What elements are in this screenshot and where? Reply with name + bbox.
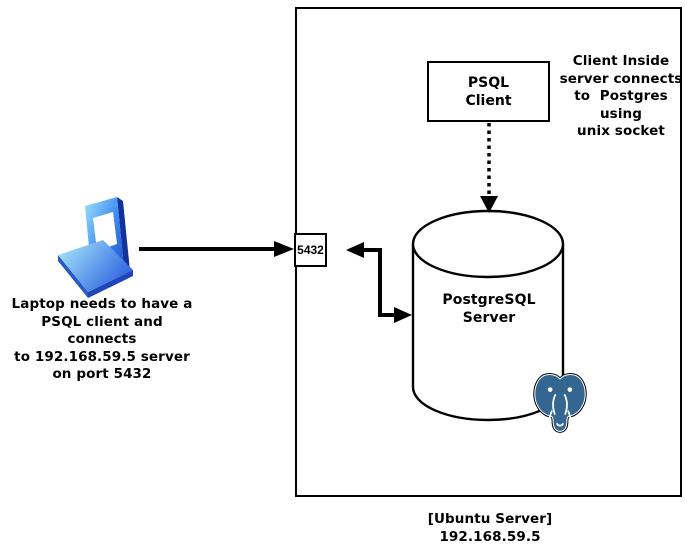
cylinder-top [411, 209, 565, 279]
laptop-screen-edge [117, 197, 130, 271]
elephant-head [534, 374, 586, 432]
laptop-base-top [58, 240, 133, 292]
elephant-details [546, 394, 574, 427]
elephant-right-eye [567, 387, 573, 392]
laptop-icon [58, 197, 133, 298]
laptop-to-port-arrow [139, 241, 294, 257]
laptop-base-front-edge [88, 270, 133, 298]
laptop-note: Laptop needs to have a PSQL client and c… [11, 296, 193, 382]
psql-client-box: PSQL Client [427, 61, 550, 122]
laptop-screen-display [93, 212, 117, 251]
postgresql-elephant-icon [533, 372, 587, 433]
server-caption: [Ubuntu Server] 192.168.59.5 [427, 511, 553, 545]
elephant-left-eye [547, 387, 553, 392]
database-cylinder [411, 209, 565, 422]
unix-socket-note: Client Inside server connects to Postgre… [559, 53, 683, 139]
laptop-base-left-edge [58, 255, 88, 298]
psql-client-label: PSQL Client [465, 74, 512, 109]
database-label: PostgreSQL Server [442, 292, 536, 326]
port-box: 5432 [294, 233, 327, 267]
port-label: 5432 [297, 243, 324, 257]
